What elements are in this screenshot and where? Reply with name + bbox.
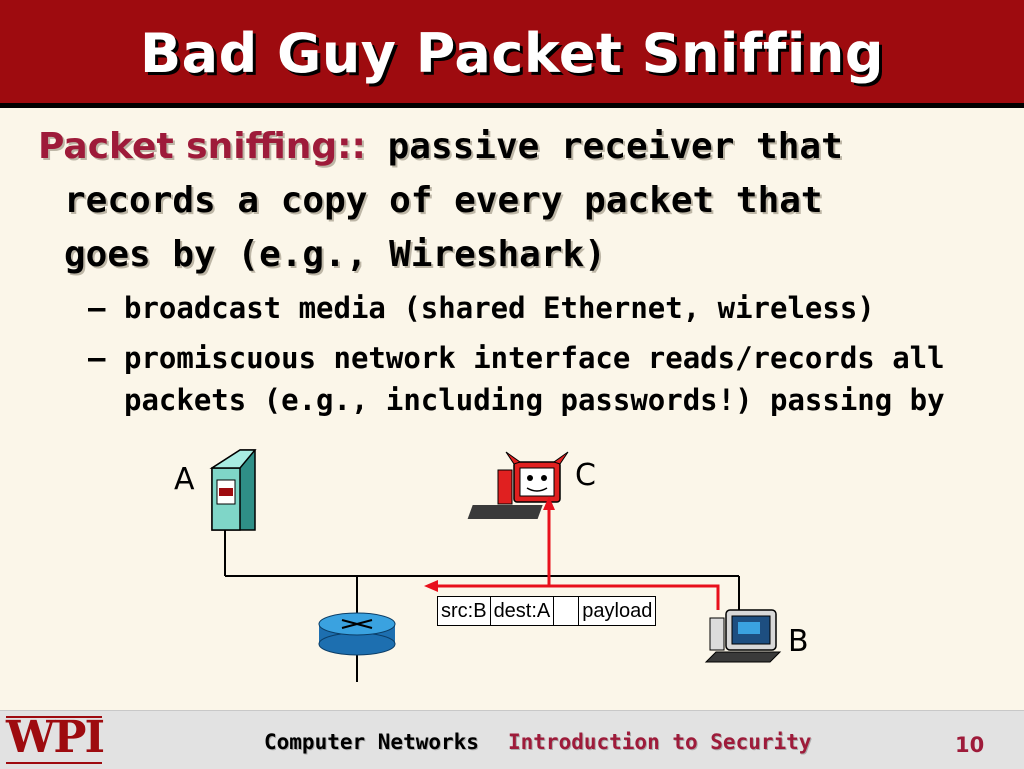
host-c-sniffer-computer-icon [467, 451, 569, 519]
intro-line-2: records a copy of every packet that [64, 180, 823, 221]
host-c-label: C [575, 458, 596, 493]
footer-bar [0, 710, 1024, 769]
arrow-head-to-a [424, 580, 438, 592]
packet-src-field: src:B [438, 597, 491, 625]
router-icon [318, 612, 396, 656]
bullet-dash: – [88, 341, 106, 375]
wpi-logo-rule-top [6, 716, 102, 718]
slide-title: Bad Guy Packet Sniffing [139, 22, 885, 85]
bullet-2: – promiscuous network interface reads/re… [88, 337, 968, 421]
bullet-2-text-line-2: packets (e.g., including passwords!) pas… [124, 383, 945, 417]
bullet-1-text: broadcast media (shared Ethernet, wirele… [124, 291, 875, 325]
arrow-head-to-c [543, 496, 555, 510]
packet-path-arrows [436, 510, 720, 610]
intro-line-1: Packet sniffing:: passive receiver that [38, 120, 998, 174]
host-b-label: B [788, 624, 809, 659]
wpi-logo-rule-bottom [6, 762, 102, 764]
host-a-label: A [174, 462, 195, 497]
intro-line-1-rest: passive receiver that [365, 126, 843, 167]
footer-topic: Introduction to Security [508, 730, 812, 754]
host-b-computer-icon [704, 609, 782, 663]
packet-dest-field: dest:A [491, 597, 555, 625]
footer-course: Computer Networks [264, 730, 479, 754]
packet-blank-field [554, 597, 580, 625]
term-packet-sniffing: Packet sniffing:: [38, 126, 366, 167]
wpi-logo: WPI [6, 712, 105, 763]
network-diagram [209, 449, 782, 682]
intro-text: Packet sniffing:: passive receiver that … [38, 120, 998, 282]
packet-payload-field: payload [582, 600, 653, 622]
bullet-2-text-line-1: promiscuous network interface reads/reco… [124, 341, 945, 375]
page-number: 10 [955, 733, 985, 757]
bullet-dash: – [88, 291, 106, 325]
packet-header: src:B dest:A payload [437, 596, 657, 626]
title-bar [0, 0, 1024, 108]
host-a-computer-icon [209, 449, 257, 531]
intro-line-3: goes by (e.g., Wireshark) [64, 234, 606, 275]
bullet-1: – broadcast media (shared Ethernet, wire… [88, 287, 968, 329]
